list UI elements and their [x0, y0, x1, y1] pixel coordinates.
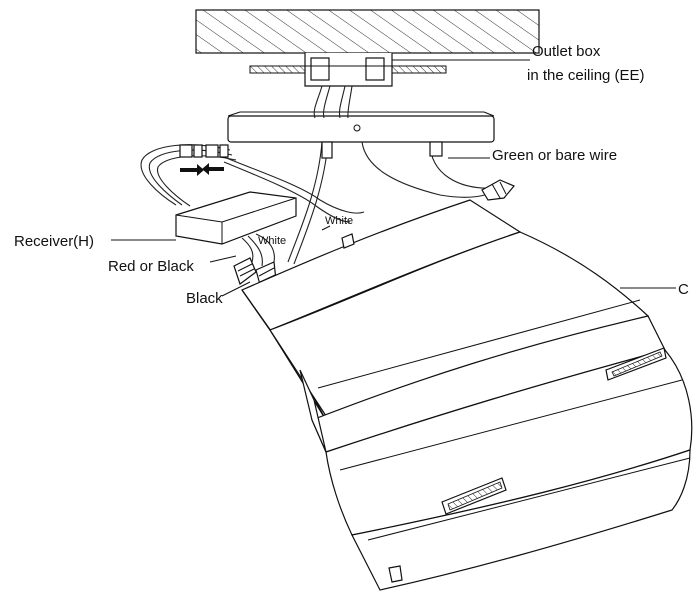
ground-wire-nut	[481, 179, 515, 201]
receiver-h	[175, 191, 297, 245]
label-green-wire: Green or bare wire	[492, 147, 617, 164]
label-outlet-box: Outlet box	[532, 43, 601, 60]
label-white-upper: White	[325, 215, 353, 227]
label-receiver: Receiver(H)	[14, 233, 94, 250]
ground-clip	[321, 141, 443, 159]
receiver-output-wires	[241, 233, 275, 267]
wire-connector	[179, 144, 229, 176]
label-black: Black	[186, 290, 223, 307]
fixture-body-c	[241, 199, 693, 591]
label-red-or-black: Red or Black	[108, 258, 194, 275]
ceiling	[195, 9, 540, 54]
label-part-c: C	[678, 281, 689, 298]
wire-nut-left	[233, 257, 257, 285]
outlet-box	[304, 53, 393, 87]
leader-lines	[111, 59, 676, 297]
latch-upper	[605, 347, 667, 381]
mounting-plate	[227, 111, 495, 143]
labels: Outlet box in the ceiling (EE) Green or …	[14, 43, 689, 307]
latch-lower	[441, 477, 507, 515]
label-white-lower: White	[258, 235, 286, 247]
label-outlet-box-location: in the ceiling (EE)	[527, 67, 645, 84]
